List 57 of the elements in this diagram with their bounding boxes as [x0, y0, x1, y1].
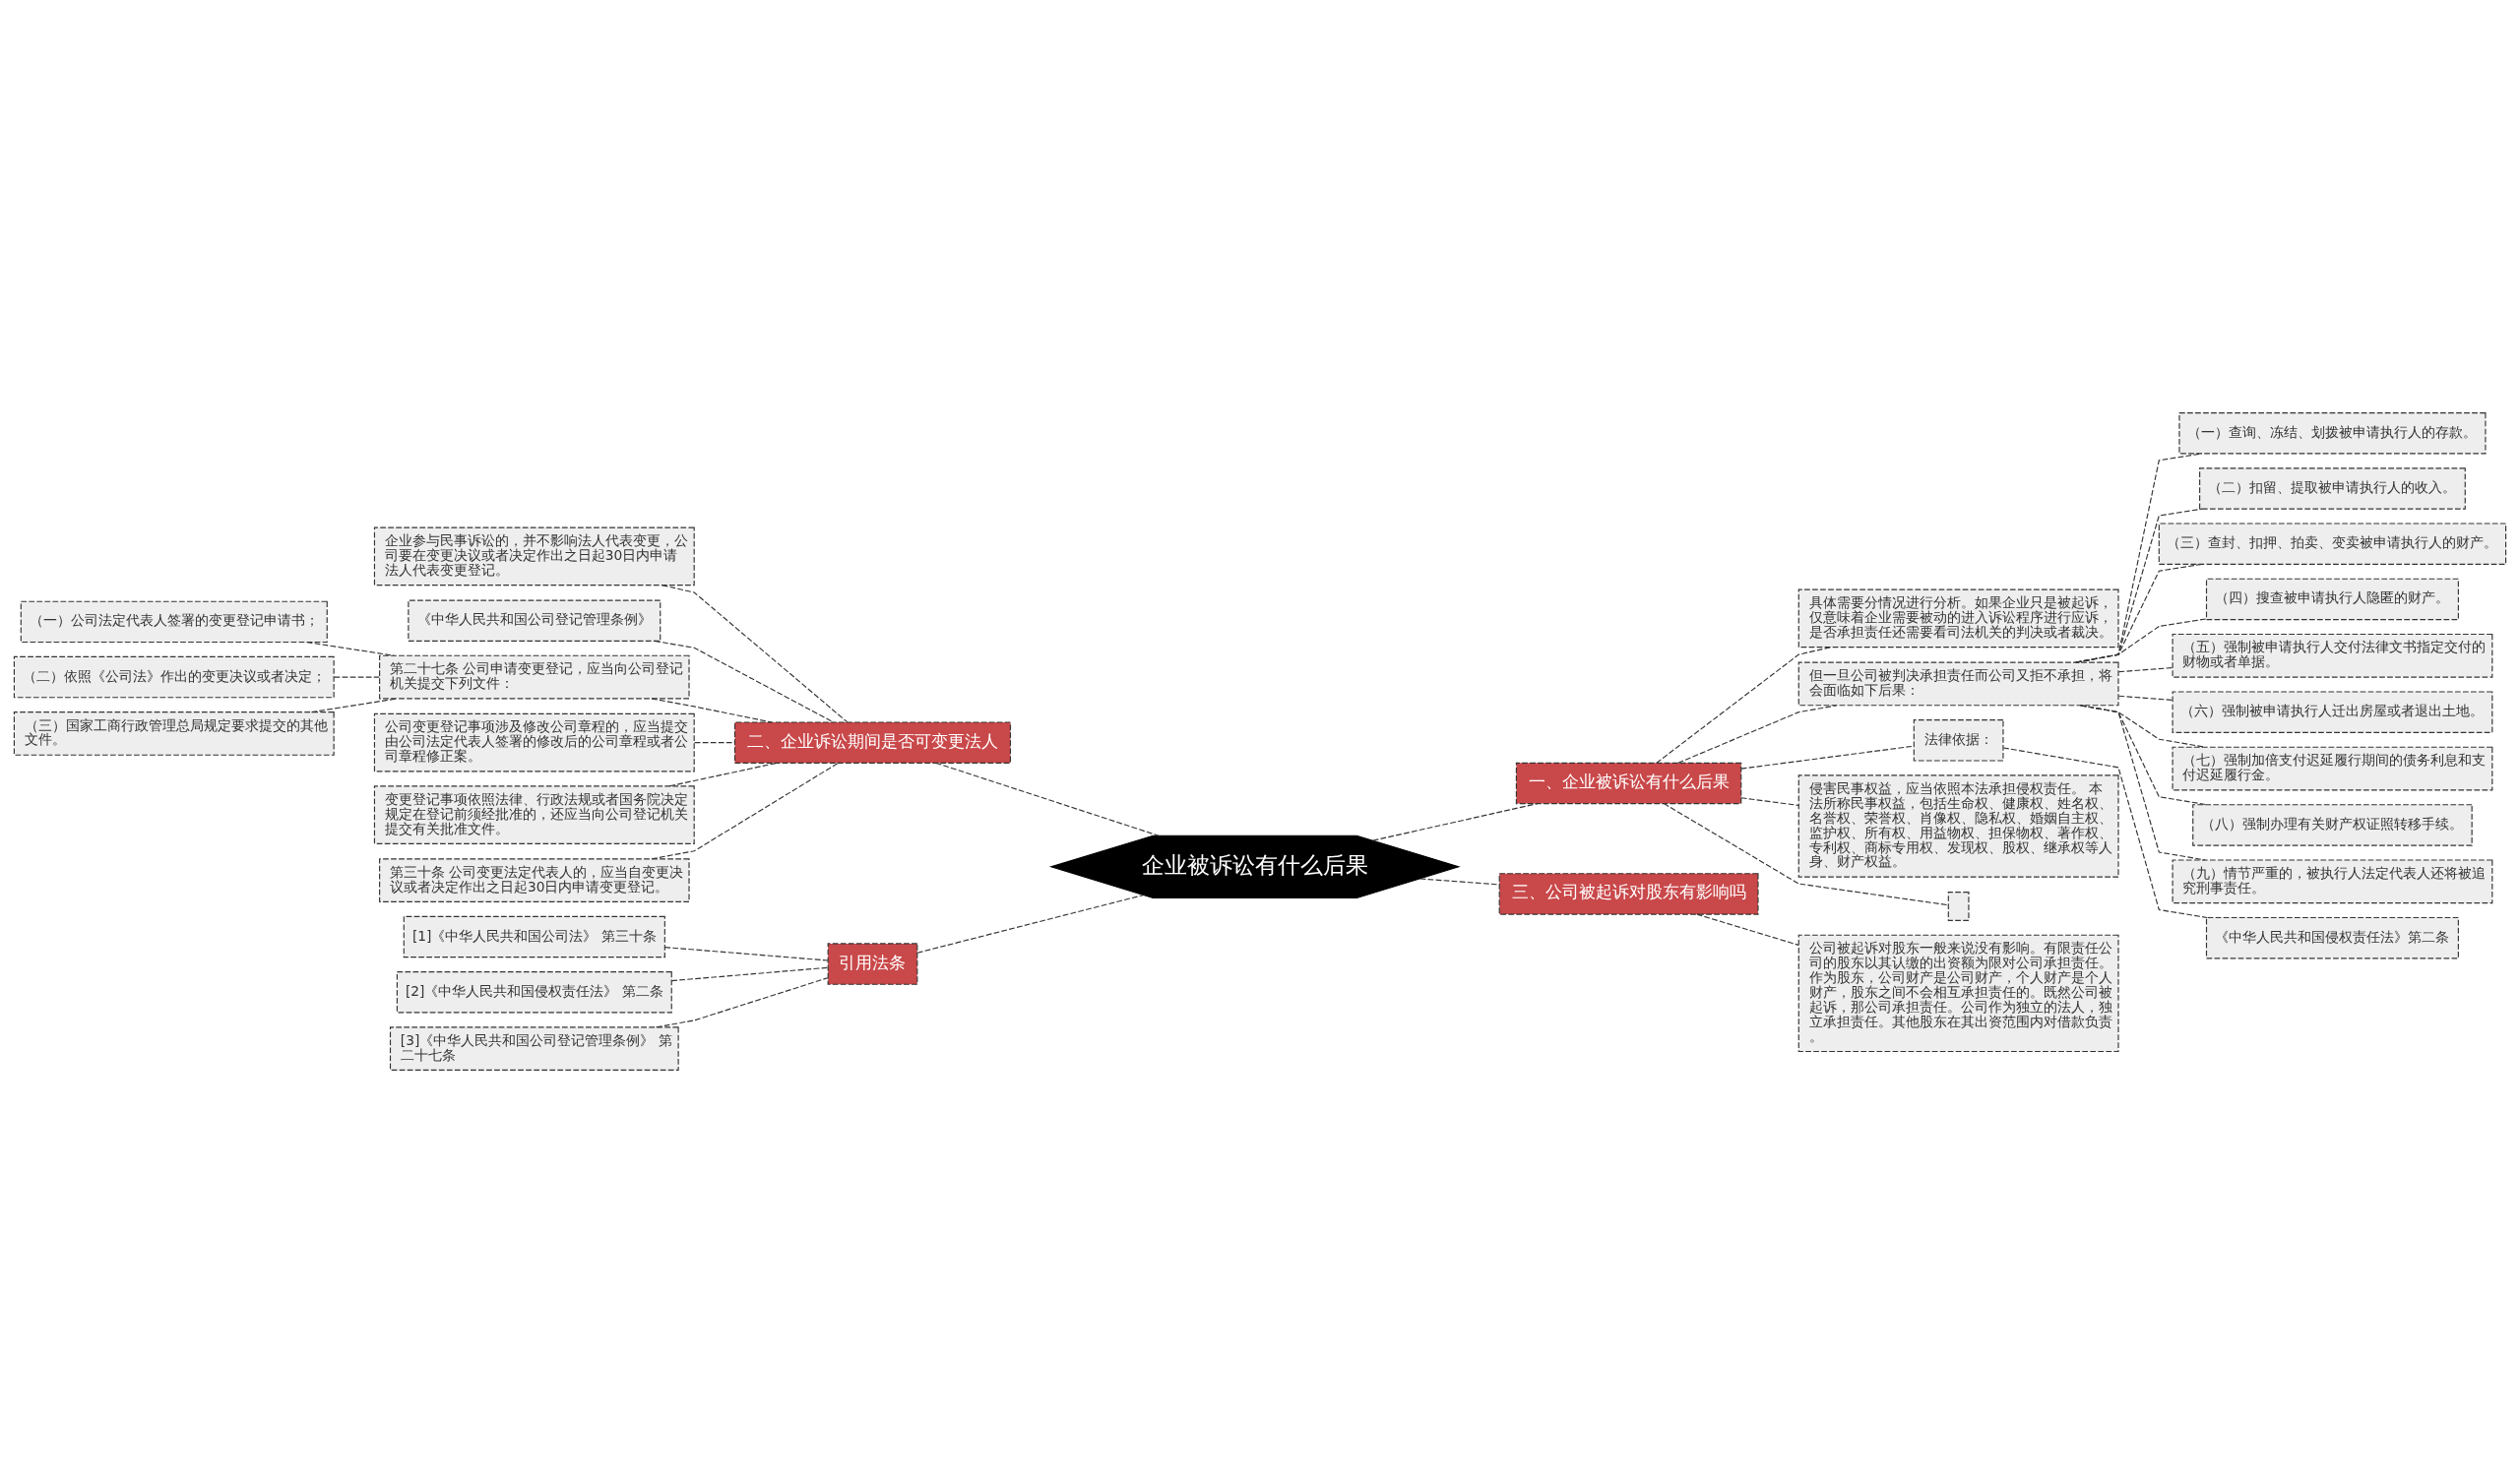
connector [2117, 695, 2174, 701]
node-box: 三、公司被起诉对股东有影响吗 [1498, 873, 1759, 915]
connector [670, 966, 829, 982]
connector [2117, 667, 2174, 673]
node-box: 一、企业被诉讼有什么后果 [1515, 762, 1742, 805]
connector [1740, 745, 1915, 770]
connector [916, 895, 1144, 954]
node-box: （六）强制被申请执行人迁出房屋或者退出土地。 [2172, 691, 2493, 733]
node-box: 公司变更登记事项涉及修改公司章程的，应当提交由公司法定代表人签署的修改后的公司章程或者公司章程修正案。 [373, 712, 695, 772]
connector [310, 698, 398, 713]
connector [668, 762, 778, 787]
connector [1740, 797, 1799, 806]
node-box: 引用法条 [827, 943, 918, 985]
node-box: 《中华人民共和国公司登记管理条例》 [408, 599, 662, 642]
node-box: [2]《中华人民共和国侵权责任法》 第二条 [396, 971, 672, 1014]
node-box: （一）查询、冻结、划拨被申请执行人的存款。 [2178, 412, 2487, 455]
connector [656, 977, 829, 1028]
connector [306, 642, 395, 656]
node-box: 二、企业诉讼期间是否可变更法人 [733, 721, 1012, 764]
connector [2079, 705, 2206, 861]
node-box: 侵害民事权益，应当依照本法承担侵权责任。 本法所称民事权益，包括生命权、健康权、姓名权、名誉权、荣誉权、肖像权、隐私权、婚姻自主权、监护权、所有权、用益物权、担保物权、著作权、专利权、商标专用权、发现权、股权、继承权等人身、财产权益。 [1797, 774, 2119, 878]
node-box: 法律依据： [1913, 719, 2004, 762]
node-box: 《中华人民共和国侵权责任法》第二条 [2205, 916, 2459, 959]
node-box: 具体需要分情况进行分析。如果企业只是被起诉，仅意味着企业需要被动的进入诉讼程序进行应诉，是否承担责任还需要看司法机关的判决或者裁决。 [1797, 588, 2119, 649]
node-box: [3]《中华人民共和国公司登记管理条例》 第二十七条 [389, 1026, 679, 1071]
node-box: 企业参与民事诉讼的，并不影响法人代表变更，公司要在变更决议或者决定作出之日起30日内申请法人代表变更登记。 [373, 526, 695, 587]
connector [654, 640, 835, 723]
node-box: 公司被起诉对股东一般来说没有影响。有限责任公司的股东以其认缴的出资额为限对公司承担责任。作为股东，公司财产是公司财产，个人财产是个人财产，股东之间不会相互承担责任的。既然公司被起诉，那公司承担责任。公司作为独立的法人，独立承担责任。其他股东在其出资范围内对借款负责。 [1797, 934, 2119, 1053]
node-box: （五）强制被申请执行人交付法律文书指定交付的财物或者单据。 [2172, 633, 2493, 678]
connector [935, 762, 1160, 836]
connector [2002, 747, 2208, 919]
node-box: 第三十条 公司变更法定代表人的，应当自变更决议或者决定作出之日起30日内申请变更登记。 [379, 858, 690, 902]
connector [1663, 803, 1949, 906]
connector [1677, 705, 1838, 764]
connector [662, 585, 849, 723]
node-box: （一）公司法定代表人签署的变更登记申请书； [20, 600, 328, 644]
node-box: 但一旦公司被判决承担责任而公司又拒不承担，将会面临如下后果： [1797, 661, 2119, 707]
node-box: （二）扣留、提取被申请执行人的收入。 [2199, 467, 2466, 510]
connector [1419, 878, 1500, 886]
node-box: （九）情节严重的，被执行人法定代表人还将被追究刑事责任。 [2172, 859, 2493, 904]
connector [1372, 803, 1539, 841]
node-box: （三）国家工商行政管理总局规定要求提交的其他文件。 [13, 711, 335, 756]
node-box: （三）查封、扣押、拍卖、变卖被申请执行人的财产。 [2158, 523, 2507, 565]
node-box: （四）搜查被申请执行人隐匿的财产。 [2205, 578, 2459, 621]
connector [694, 742, 735, 744]
connector [334, 676, 380, 678]
node-box: 第二十七条 公司申请变更登记，应当向公司登记机关提交下列文件： [379, 654, 690, 700]
connector [663, 947, 829, 961]
node-box: （二）依照《公司法》作出的变更决议或者决定； [13, 655, 335, 699]
connector [1696, 913, 1799, 946]
node-box [1947, 892, 1970, 921]
node-box: [1]《中华人民共和国公司法》 第三十条 [403, 915, 665, 958]
connector [2075, 618, 2207, 663]
node-box: （八）强制办理有关财产权证照转移手续。 [2192, 804, 2473, 846]
connector [651, 762, 840, 860]
node-box: （七）强制加倍支付迟延履行期间的债务利息和支付迟延履行金。 [2172, 746, 2493, 791]
node-box: 变更登记事项依照法律、行政法规或者国务院决定规定在登记前须经批准的，还应当向公司登记机关提交有关批准文件。 [373, 785, 695, 844]
